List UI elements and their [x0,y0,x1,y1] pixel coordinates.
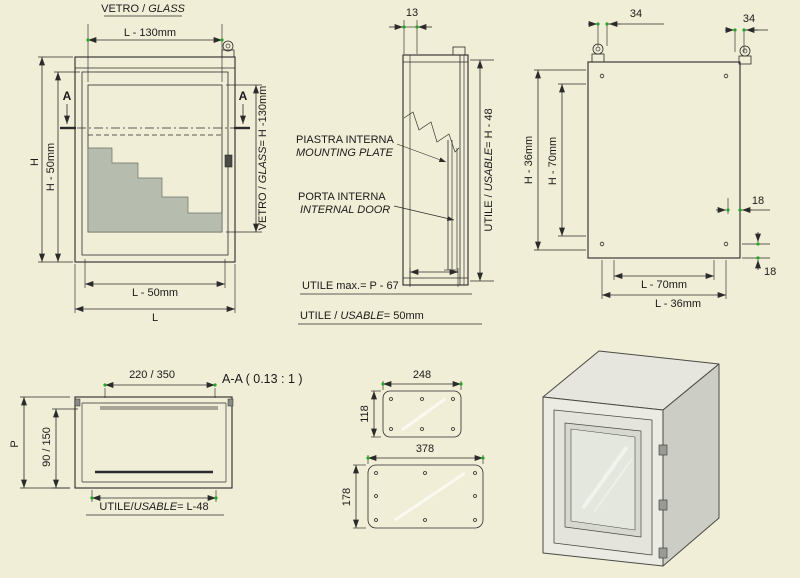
section-hinge-right-icon [227,398,234,407]
iso-view [542,350,720,567]
section-view: A-A ( 0.13 : 1 ) 220 / 350 P 90 / 150 UT… [9,369,303,516]
section-outline [74,396,233,489]
gland-plates: 248 118 378 178 [341,369,484,529]
section-cut-line: A A [60,89,250,130]
back-dim-fix-h36: H - 36mm [523,136,535,184]
side-dim-usable-door: UTILE / USABLE= 50mm [300,310,424,322]
gland-plate-small [382,390,462,438]
front-dim-glass-height: VETRO / GLASS= H -130mm [257,86,269,231]
iso-hinge-bottom-icon [658,547,668,559]
back-dim-fix-l36: L - 36mm [655,298,701,310]
section-view-title: A-A ( 0.13 : 1 ) [222,372,303,386]
mounting-plate-label-it: PIASTRA INTERNA [296,134,394,146]
side-view: 13 PIASTRA INTERNA MOUNTING PLATE PORTA … [296,7,495,325]
front-dim-height: H [29,158,41,166]
internal-door-label-en: INTERNAL DOOR [300,204,390,216]
plate-small-height: 118 [359,405,371,423]
front-view: VETRO / GLASS L - 130mm H H - 50mm A A [29,3,269,324]
back-dim-eyebolt-left: 34 [630,8,642,20]
section-dim-depth: P [9,440,21,447]
front-dim-width: L [152,312,158,324]
back-dim-fix-h70: H - 70mm [547,137,559,185]
front-glass-title: VETRO / GLASS [101,3,185,15]
back-dim-inset-right: 18 [752,195,764,207]
side-dim-usable-depth: UTILE max.= P - 67 [302,280,399,292]
section-dim-inner-depth: 90 / 150 [41,427,53,467]
iso-hinge-middle-icon [658,499,668,511]
front-dim-inner-width: L - 50mm [132,287,178,299]
back-view: 34 34 H - 36mm H - 70mm 18 18 [523,8,776,310]
eyebolt-icon [221,40,235,58]
back-panel-outline [587,61,741,259]
section-marker-left: A [63,89,72,103]
section-dim-usable-width: UTILE/USABLE= L-48 [99,501,208,513]
front-glass-breakout-area [87,147,223,233]
front-dim-door-height: H - 50mm [45,143,57,191]
section-hinge-left-icon [74,398,81,407]
side-cabinet-outline [402,54,469,286]
plate-small-width: 248 [413,369,431,381]
front-cabinet-outline [74,56,236,263]
side-eyebolt-icon [452,46,466,56]
mounting-plate-label-en: MOUNTING PLATE [296,147,394,159]
section-dim-opening: 220 / 350 [129,369,175,381]
back-dim-eyebolt-right: 34 [743,13,755,25]
front-dim-glass-width: L - 130mm [124,27,176,39]
internal-door-label-it: PORTA INTERNA [298,191,386,203]
gland-plate-large [367,464,484,529]
side-dim-door-thickness: 13 [406,7,418,19]
side-dim-usable-height: UTILE / USABLE= H - 48 [483,108,495,231]
grip-points [86,22,760,500]
plate-large-height: 178 [341,488,353,506]
back-eyebolt-right-icon [738,45,752,65]
back-dim-inset-bottom: 18 [764,266,776,278]
break-line [403,111,460,153]
back-dim-fix-l70: L - 70mm [641,279,687,291]
plate-large-width: 378 [416,443,434,455]
section-marker-right: A [239,89,248,103]
door-lock-icon [224,154,233,168]
iso-hinge-top-icon [658,444,668,456]
